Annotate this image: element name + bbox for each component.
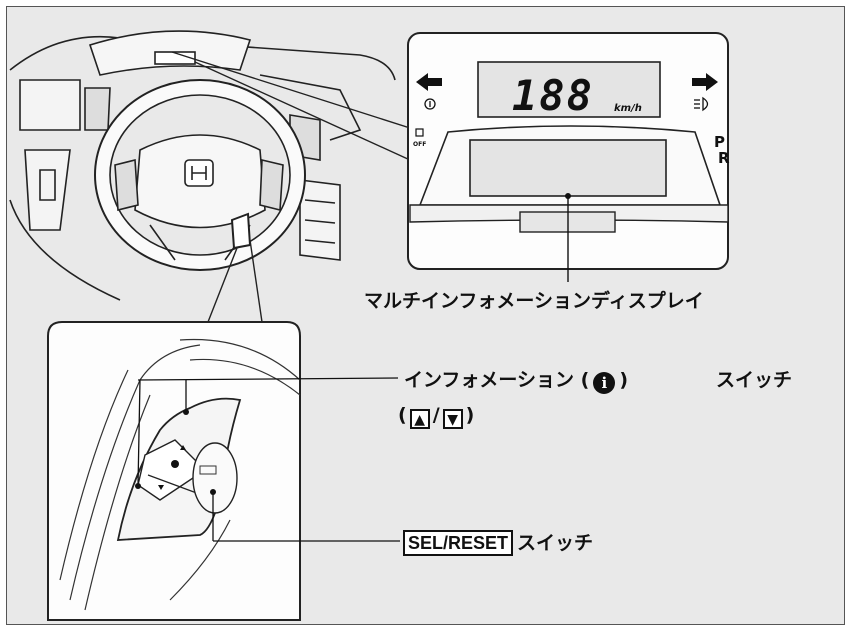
information-switch-label: インフォメーション (i) スイッチ	[404, 365, 792, 394]
sel-reset-switch-text: スイッチ	[517, 532, 594, 554]
speed-readout: 188	[512, 71, 594, 120]
vsa-off-icon: OFF	[413, 128, 426, 148]
info-switch-label-suffix: )	[619, 369, 629, 391]
svg-text:R: R	[718, 149, 730, 167]
svg-text:P: P	[714, 133, 725, 151]
up-down-label: (▲/▼)	[398, 404, 474, 429]
info-lamp-icon	[424, 98, 436, 110]
headlight-icon	[694, 96, 709, 112]
updown-close-paren: )	[465, 404, 475, 426]
left-turn-arrow-icon	[416, 73, 442, 91]
gear-p-r-indicator: P R	[714, 133, 730, 167]
speed-unit: km/h	[614, 103, 642, 114]
dashboard-illustration	[9, 30, 411, 323]
info-circle-icon: i	[593, 372, 616, 394]
info-switch-label-switch: スイッチ	[716, 369, 793, 391]
up-arrow-key-icon: ▲	[409, 409, 430, 429]
sel-reset-key-label: SEL/RESET	[403, 530, 514, 556]
switch-inset	[47, 321, 400, 621]
right-turn-arrow-icon	[692, 73, 718, 91]
gauge-inset: OFF P R	[407, 32, 730, 282]
updown-slash: /	[432, 404, 440, 426]
down-arrow-key-icon: ▼	[442, 409, 463, 429]
updown-open-paren: (	[398, 404, 407, 426]
svg-text:OFF: OFF	[413, 141, 426, 148]
multi-information-display-label: マルチインフォメーションディスプレイ	[364, 290, 704, 312]
info-switch-label-prefix: インフォメーション (	[404, 369, 590, 391]
